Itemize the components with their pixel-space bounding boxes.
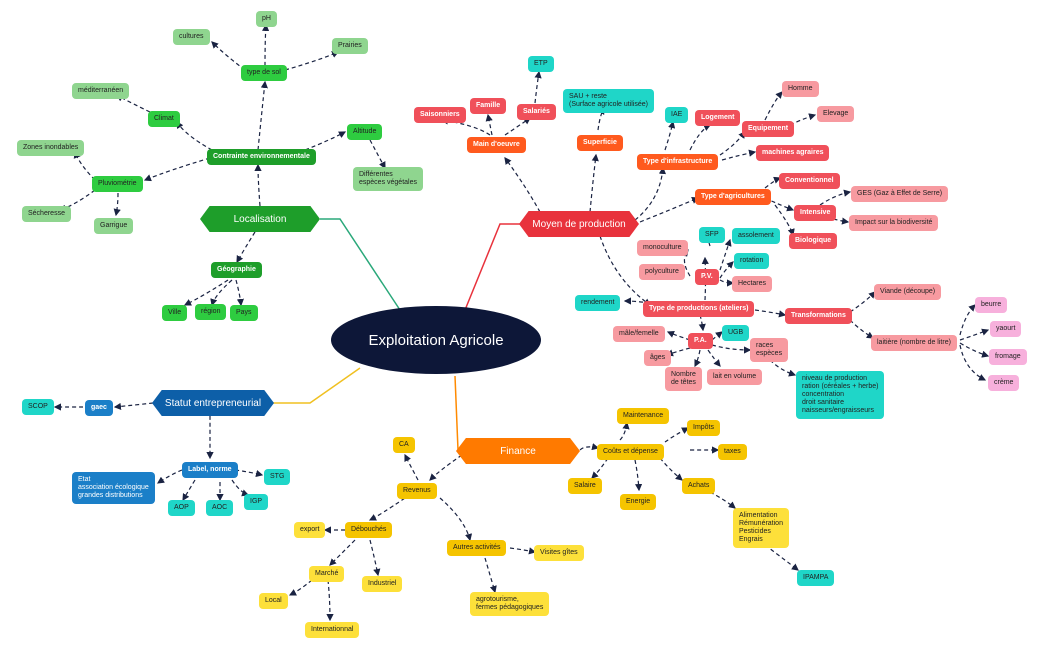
node-superficie[interactable]: Superficie bbox=[577, 135, 623, 151]
node-iae[interactable]: IAE bbox=[665, 107, 689, 123]
node-energie[interactable]: Energie bbox=[620, 494, 657, 510]
node-biologique[interactable]: Biologique bbox=[789, 233, 838, 249]
node-pays[interactable]: Pays bbox=[230, 305, 258, 321]
node-conventionnel[interactable]: Conventionnel bbox=[779, 173, 840, 189]
node-saisonniers[interactable]: Saisonniers bbox=[414, 107, 466, 123]
node-especes-vegetales[interactable]: Différentes espèces végétales bbox=[353, 167, 423, 191]
node-cultures[interactable]: cultures bbox=[173, 29, 210, 45]
node-yaourt[interactable]: yaourt bbox=[990, 321, 1022, 337]
node-visites-gites[interactable]: Visites gîtes bbox=[534, 545, 584, 561]
node-type-infrastructure[interactable]: Type d'infrastructure bbox=[637, 154, 719, 170]
node-ugb[interactable]: UGB bbox=[722, 325, 750, 341]
node-famille[interactable]: Famille bbox=[470, 98, 507, 114]
node-creme[interactable]: crème bbox=[988, 375, 1020, 391]
node-label-norme[interactable]: Label, norme bbox=[182, 462, 238, 478]
node-monoculture[interactable]: monoculture bbox=[637, 240, 688, 256]
node-aop[interactable]: AOP bbox=[168, 500, 195, 516]
node-ges[interactable]: GES (Gaz à Effet de Serre) bbox=[851, 186, 949, 202]
node-beurre[interactable]: beurre bbox=[975, 297, 1008, 313]
node-alimentation[interactable]: Alimentation Rémunération Pesticides Eng… bbox=[733, 508, 789, 548]
node-polyculture[interactable]: polyculture bbox=[639, 264, 685, 280]
node-agrotourisme[interactable]: agrotourisme, fermes pédagogiques bbox=[470, 592, 550, 616]
node-region[interactable]: région bbox=[195, 304, 227, 320]
node-taxes[interactable]: taxes bbox=[718, 444, 747, 460]
node-prairies[interactable]: Prairies bbox=[332, 38, 368, 54]
node-rotation[interactable]: rotation bbox=[734, 253, 770, 269]
node-geographie[interactable]: Géographie bbox=[211, 262, 262, 278]
node-stg[interactable]: STG bbox=[264, 469, 291, 485]
branch-finance[interactable]: Finance bbox=[456, 438, 580, 464]
node-revenus[interactable]: Revenus bbox=[397, 483, 437, 499]
node-ages[interactable]: âges bbox=[644, 350, 672, 366]
node-main-doeuvre[interactable]: Main d'oeuvre bbox=[467, 137, 526, 153]
node-type-agricultures[interactable]: Type d'agricultures bbox=[695, 189, 771, 205]
node-homme[interactable]: Homme bbox=[782, 81, 819, 97]
node-igp[interactable]: IGP bbox=[244, 494, 269, 510]
node-salaire[interactable]: Salaire bbox=[568, 478, 602, 494]
node-nombre-tetes[interactable]: Nombre de têtes bbox=[665, 367, 702, 391]
node-scop[interactable]: SCOP bbox=[22, 399, 54, 415]
node-etp[interactable]: ETP bbox=[528, 56, 554, 72]
node-logement[interactable]: Logement bbox=[695, 110, 741, 126]
node-pv[interactable]: P.V. bbox=[695, 269, 719, 285]
node-fromage[interactable]: fromage bbox=[989, 349, 1027, 365]
node-impact-biodiversite[interactable]: Impact sur la biodiversité bbox=[849, 215, 939, 231]
node-altitude[interactable]: Altitude bbox=[347, 124, 383, 140]
node-elevage[interactable]: Elevage bbox=[817, 106, 855, 122]
node-male-femelle[interactable]: mâle/femelle bbox=[613, 326, 665, 342]
node-sau[interactable]: SAU + reste (Surface agricole utilisée) bbox=[563, 89, 654, 113]
node-ville[interactable]: Ville bbox=[162, 305, 188, 321]
node-pluviometrie[interactable]: Pluviométrie bbox=[92, 176, 143, 192]
node-intensive[interactable]: Intensive bbox=[794, 205, 837, 221]
node-races-especes[interactable]: races espèces bbox=[750, 338, 789, 362]
node-transformations[interactable]: Transformations bbox=[785, 308, 852, 324]
node-zones-inondables[interactable]: Zones inondables bbox=[17, 140, 85, 156]
branch-moyen-production[interactable]: Moyen de production bbox=[519, 211, 639, 237]
node-ca[interactable]: CA bbox=[393, 437, 415, 453]
node-viande[interactable]: Viande (découpe) bbox=[874, 284, 942, 300]
node-debouches[interactable]: Débouchés bbox=[345, 522, 393, 538]
node-export[interactable]: export bbox=[294, 522, 326, 538]
node-ipampa[interactable]: IPAMPA bbox=[797, 570, 835, 586]
node-salaries[interactable]: Salariés bbox=[517, 104, 556, 120]
node-international[interactable]: Internationnal bbox=[305, 622, 360, 638]
node-aoc[interactable]: AOC bbox=[206, 500, 234, 516]
node-local[interactable]: Local bbox=[259, 593, 288, 609]
node-achats[interactable]: Achats bbox=[682, 478, 716, 494]
node-secheresse[interactable]: Sécheresse bbox=[22, 206, 71, 222]
node-marche[interactable]: Marché bbox=[309, 566, 345, 582]
node-couts-depense[interactable]: Coûts et dépense bbox=[597, 444, 664, 460]
node-lait-volume[interactable]: lait en volume bbox=[707, 369, 763, 385]
node-etat-associations[interactable]: Etat association écologique grandes dist… bbox=[72, 472, 155, 504]
node-industriel[interactable]: Industriel bbox=[362, 576, 403, 592]
node-climat[interactable]: Climat bbox=[148, 111, 180, 127]
node-equipement[interactable]: Equipement bbox=[742, 121, 795, 137]
node-niveau-production[interactable]: niveau de production ration (céréales + … bbox=[796, 371, 885, 419]
node-assolement[interactable]: assolement bbox=[732, 228, 780, 244]
node-autres-activites[interactable]: Autres activités bbox=[447, 540, 507, 556]
node-laitiere[interactable]: laitière (nombre de litre) bbox=[871, 335, 957, 351]
node-pa[interactable]: P.A. bbox=[688, 333, 713, 349]
node-contrainte-environnementale[interactable]: Contrainte environnementale bbox=[207, 149, 316, 165]
node-impots[interactable]: Impôts bbox=[687, 420, 721, 436]
branch-statut-entrepreneurial[interactable]: Statut entrepreneurial bbox=[152, 390, 274, 416]
node-sfp[interactable]: SFP bbox=[699, 227, 725, 243]
node-ph[interactable]: pH bbox=[256, 11, 277, 27]
node-mediterraneen[interactable]: méditerranéen bbox=[72, 83, 130, 99]
node-maintenance[interactable]: Maintenance bbox=[617, 408, 670, 424]
branch-localisation[interactable]: Localisation bbox=[200, 206, 320, 232]
node-rendement[interactable]: rendement bbox=[575, 295, 621, 311]
node-type-de-sol[interactable]: type de sol bbox=[241, 65, 287, 81]
central-topic[interactable]: Exploitation Agricole bbox=[331, 306, 541, 374]
node-type-productions[interactable]: Type de productions (ateliers) bbox=[643, 301, 755, 317]
node-hectares[interactable]: Hectares bbox=[732, 276, 773, 292]
node-gaec[interactable]: gaec bbox=[85, 400, 113, 416]
node-machines-agraires[interactable]: machines agraires bbox=[756, 145, 830, 161]
node-garrigue[interactable]: Garrigue bbox=[94, 218, 134, 234]
